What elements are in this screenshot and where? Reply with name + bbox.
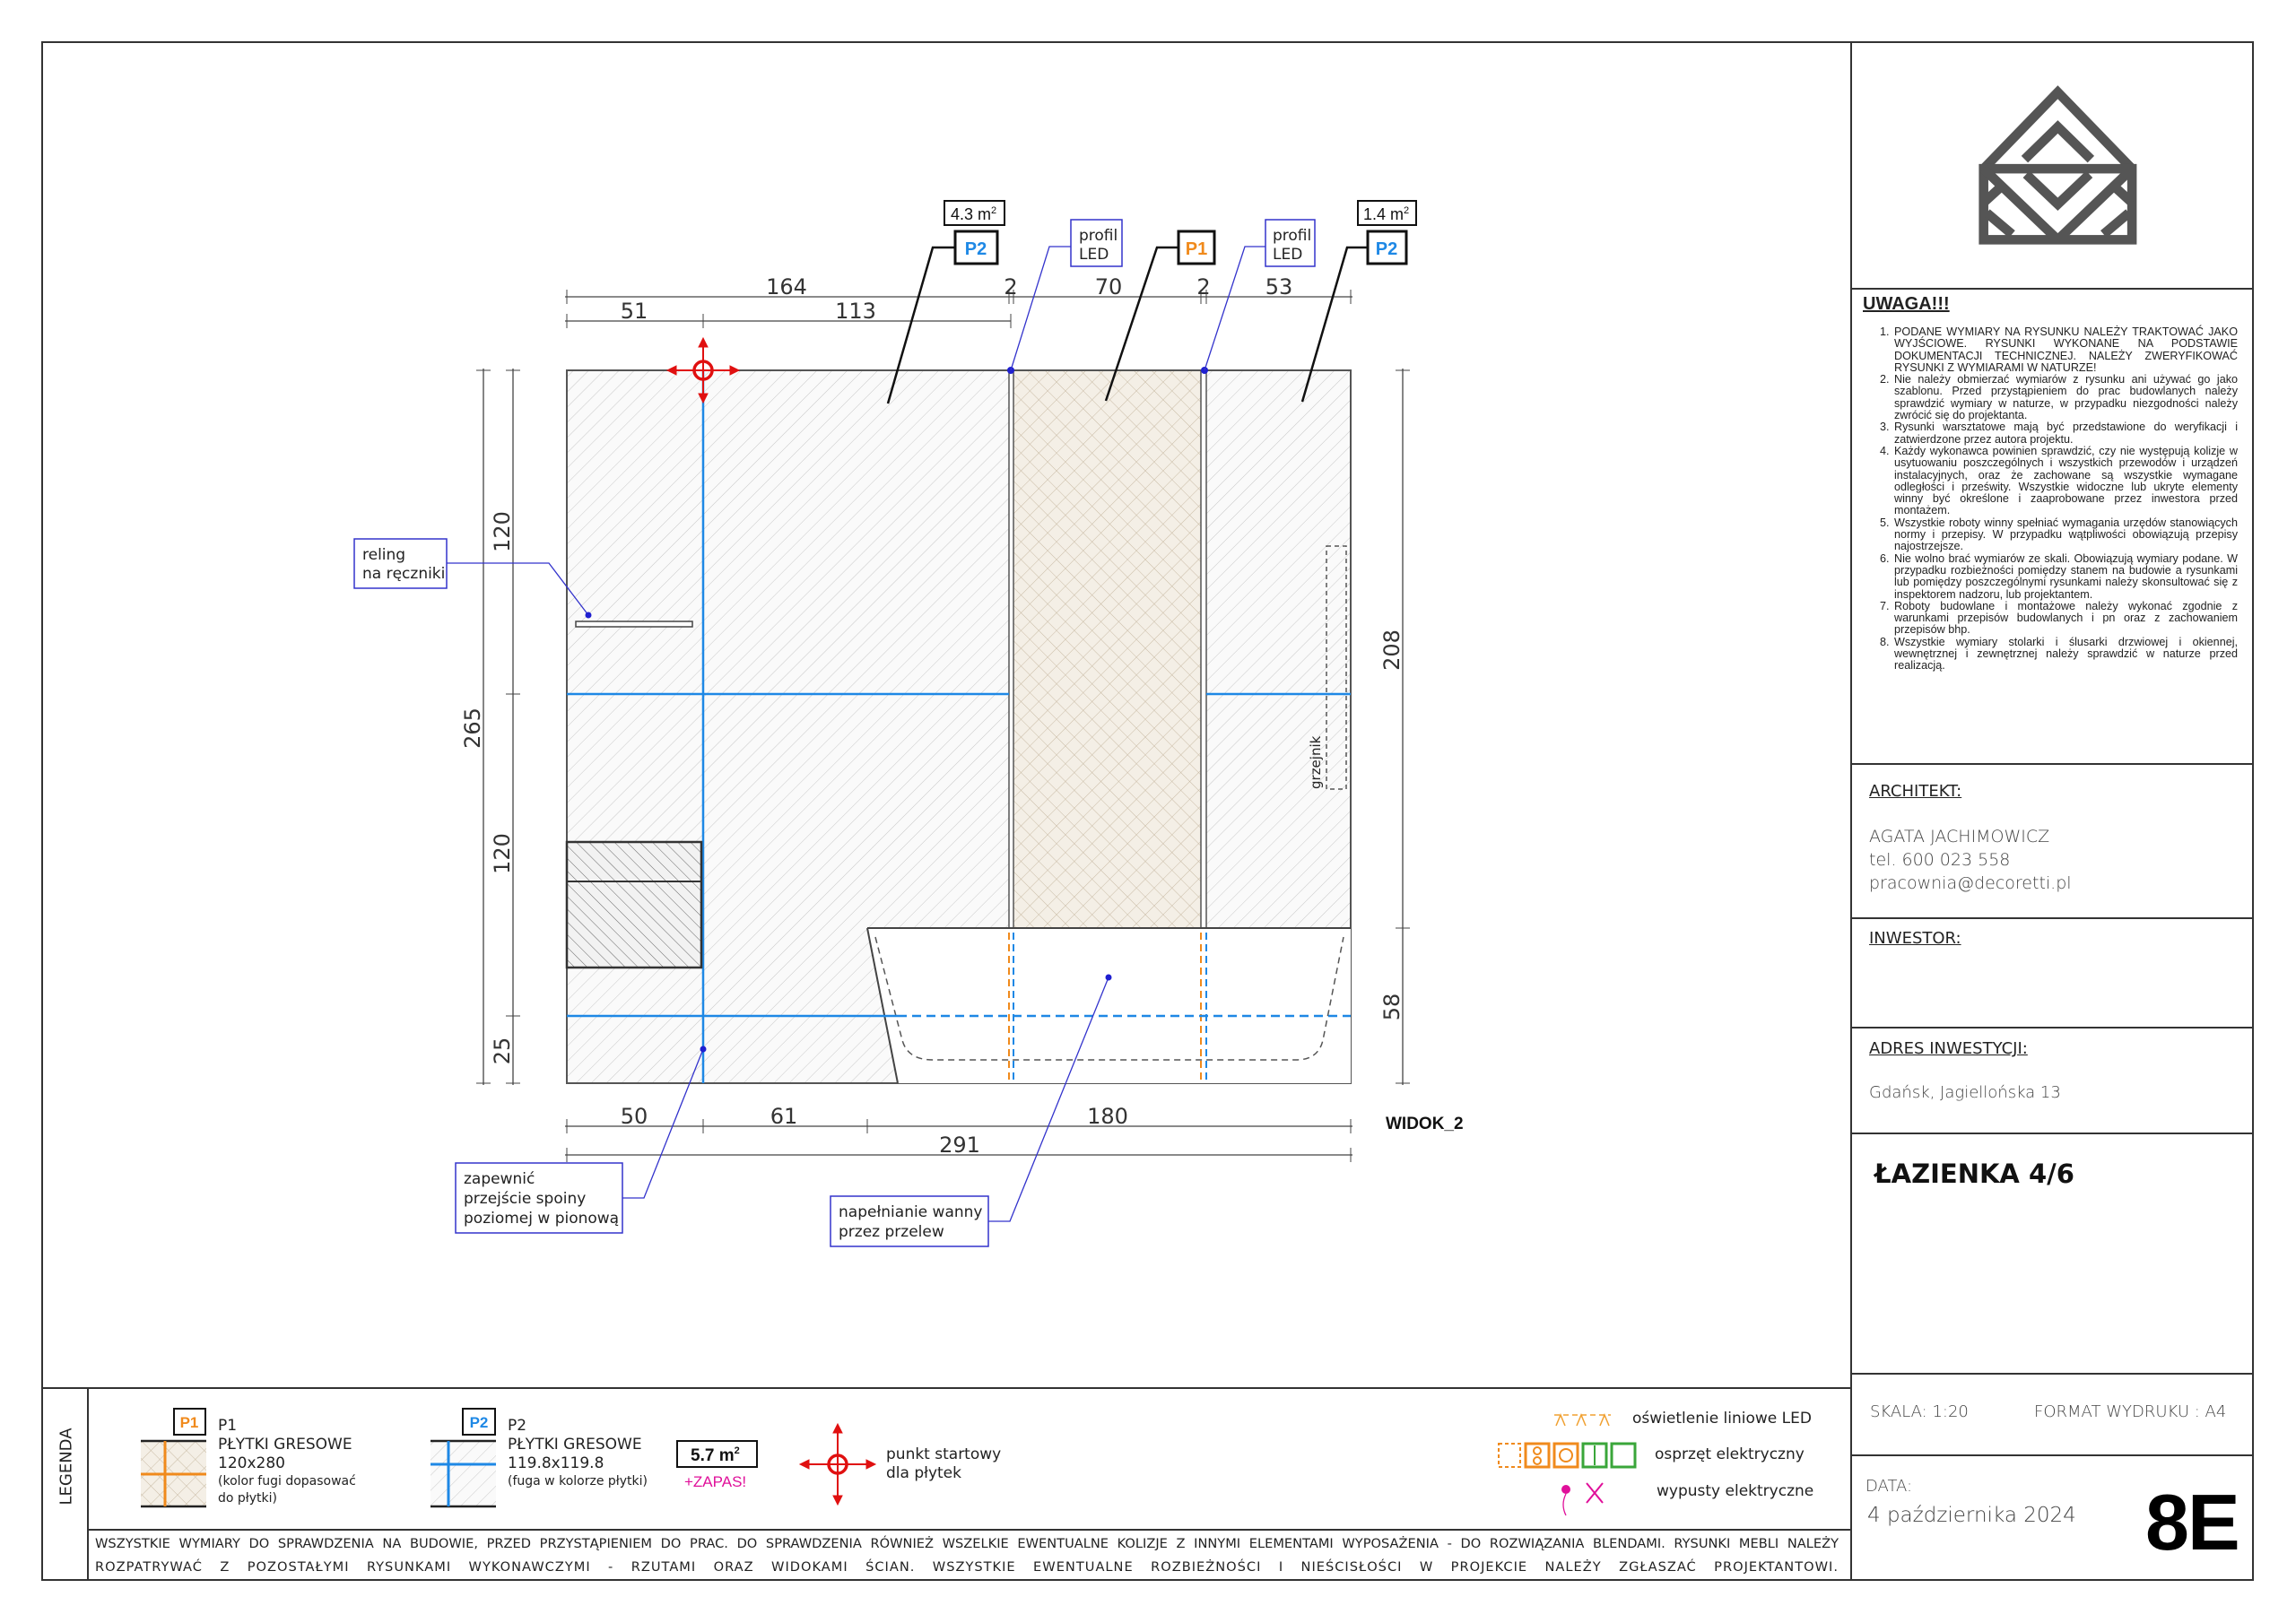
wall-elevation-drawing: grzejnik 164 2 70 2 53 51 113 50 61 180 … xyxy=(353,200,1464,1247)
led-profile-callout xyxy=(1070,219,1123,267)
reserve-note: +ZAPAS! xyxy=(684,1473,746,1490)
dimension-61: 61 xyxy=(770,1104,798,1129)
warning-title: UWAGA!!! xyxy=(1863,294,1950,314)
date: 4 października 2024 xyxy=(1867,1504,2076,1527)
dimension-208: 208 xyxy=(1379,629,1405,671)
dimension-2: 2 xyxy=(1004,274,1017,299)
tile-tag-p1: P1 xyxy=(1186,239,1207,259)
dimension-180: 180 xyxy=(1087,1104,1128,1129)
radiator-label: grzejnik xyxy=(1308,735,1324,789)
note-item: PODANE WYMIARY NA RYSUNKU NALEŻY TRAKTOW… xyxy=(1892,325,2238,374)
warning-notes-list: PODANE WYMIARY NA RYSUNKU NALEŻY TRAKTOW… xyxy=(1866,325,2238,673)
architect-name: AGATA JACHIMOWICZ xyxy=(1869,827,2050,846)
architect-email: pracownia@decoretti.pl xyxy=(1869,873,2072,893)
view-label: WIDOK_2 xyxy=(1386,1115,1464,1133)
address-label: ADRES INWESTYCJI: xyxy=(1869,1039,2028,1058)
led-strip-icon xyxy=(1554,1413,1611,1427)
towel-rail-callout xyxy=(353,538,448,589)
tile-tag-p2: P2 xyxy=(965,239,987,259)
dimension-25: 25 xyxy=(490,1037,515,1065)
area-tag-left: 4.3 m2 xyxy=(951,205,996,223)
bathtub-fill-callout xyxy=(830,1195,989,1247)
dimension-265: 265 xyxy=(460,707,485,749)
bathtub-edge xyxy=(866,927,899,1084)
bathtub-inner-outline xyxy=(874,936,1344,1061)
p1-tag: P1 xyxy=(180,1414,199,1431)
svg-text:napełnianie wanny: napełnianie wanny xyxy=(839,1203,982,1221)
dimension-164: 164 xyxy=(766,274,807,299)
architect-phone: tel. 600 023 558 xyxy=(1869,850,2011,870)
svg-text:zapewnić: zapewnić xyxy=(464,1170,535,1188)
svg-text:przejście spoiny: przejście spoiny xyxy=(464,1190,586,1208)
investment-address: Gdańsk, Jagiellońska 13 xyxy=(1869,1083,2061,1102)
dimension-70: 70 xyxy=(1095,274,1123,299)
company-logo xyxy=(1979,85,2137,245)
niche xyxy=(565,840,703,969)
svg-text:na ręczniki: na ręczniki xyxy=(362,565,445,583)
room-title: ŁAZIENKA 4/6 xyxy=(1874,1159,2074,1189)
note-item: Nie należy obmierzać wymiarów z rysunku … xyxy=(1892,374,2238,421)
p1-description: P1 PŁYTKI GRESOWE 120x280 (kolor fugi do… xyxy=(218,1417,356,1506)
dimension-58: 58 xyxy=(1379,994,1405,1021)
dimension-53: 53 xyxy=(1265,274,1293,299)
sheet-number: 8E xyxy=(2145,1478,2240,1567)
tile-area-p1 xyxy=(1013,370,1201,928)
svg-text:profil: profil xyxy=(1273,227,1311,245)
footer-note-line-1: WSZYSTKIE WYMIARY DO SPRAWDZENIA NA BUDO… xyxy=(95,1536,1839,1551)
print-format: FORMAT WYDRUKU : A4 xyxy=(2034,1402,2227,1421)
towel-rail xyxy=(575,621,693,628)
scale: SKALA: 1:20 xyxy=(1870,1402,1969,1421)
note-item: Wszystkie roboty winny spełniać wymagani… xyxy=(1892,516,2238,553)
tile-tag-p2: P2 xyxy=(1376,239,1397,259)
led-legend-label: oświetlenie liniowe LED xyxy=(1632,1410,1812,1428)
dimension-120: 120 xyxy=(490,833,515,874)
p2-swatch xyxy=(430,1441,496,1506)
svg-text:profil: profil xyxy=(1079,227,1118,245)
date-label: DATA: xyxy=(1866,1477,1913,1496)
fittings-legend-label: osprzęt elektryczny xyxy=(1655,1445,1805,1463)
footer-note-line-2: ROZPATRYWAĆ Z POZOSTAŁYMI RYSUNKAMI WYKO… xyxy=(95,1559,1839,1575)
start-point-description: punkt startowy dla płytek xyxy=(886,1445,1002,1482)
dimension-51: 51 xyxy=(621,299,648,324)
radiator xyxy=(1326,545,1347,790)
total-area: 5.7 m2 xyxy=(691,1445,740,1465)
dimension-120: 120 xyxy=(490,511,515,552)
note-item: Roboty budowlane i montażowe należy wyko… xyxy=(1892,600,2238,637)
p2-tag: P2 xyxy=(470,1414,489,1431)
legend-graphics: P1 P2 5.7 m2 +ZAPAS! xyxy=(141,1408,1637,1516)
led-profile-callout xyxy=(1265,219,1316,267)
svg-text:przez przelew: przez przelew xyxy=(839,1223,944,1241)
p2-description: P2 PŁYTKI GRESOWE 119.8x119.8 (fuga w ko… xyxy=(508,1417,648,1488)
dimension-2: 2 xyxy=(1196,274,1210,299)
note-item: Wszystkie wymiary stolarki i ślusarki dr… xyxy=(1892,636,2238,673)
dimension-291: 291 xyxy=(939,1133,980,1158)
svg-text:LED: LED xyxy=(1273,246,1302,264)
architect-label: ARCHITEKT: xyxy=(1869,782,1962,801)
start-point-icon xyxy=(798,1422,877,1506)
electrical-outlets-icon xyxy=(1561,1482,1604,1516)
investor-label: INWESTOR: xyxy=(1869,929,1961,948)
area-tag-right: 1.4 m2 xyxy=(1363,205,1409,223)
note-item: Rysunki warsztatowe mają być przedstawio… xyxy=(1892,421,2238,446)
svg-text:reling: reling xyxy=(362,546,405,564)
svg-text:LED: LED xyxy=(1079,246,1109,264)
note-item: Każdy wykonawca powinien sprawdzić, czy … xyxy=(1892,445,2238,517)
dimension-50: 50 xyxy=(621,1104,648,1129)
tile-start-point-icon xyxy=(665,336,741,404)
dimension-113: 113 xyxy=(835,299,876,324)
dimension-lines xyxy=(476,290,1410,1162)
note-item: Nie wolno brać wymiarów ze skali. Obowią… xyxy=(1892,552,2238,601)
outlets-legend-label: wypusty elektryczne xyxy=(1657,1482,1814,1500)
joint-transition-callout xyxy=(455,1162,623,1234)
svg-text:poziomej w pionową: poziomej w pionową xyxy=(464,1210,619,1228)
electrical-fittings-icon xyxy=(1498,1442,1637,1469)
